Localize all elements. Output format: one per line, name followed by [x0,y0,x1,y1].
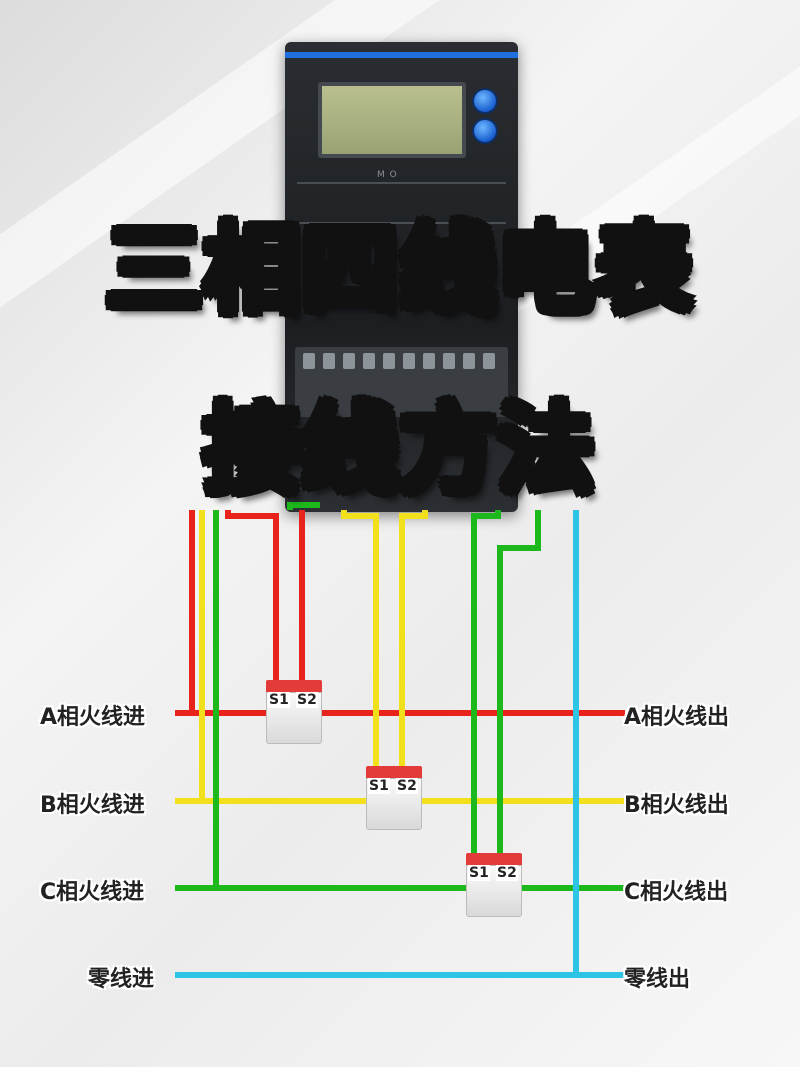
ct-s2-label: S2 [396,778,418,794]
ct-cap [366,766,422,778]
meter-ridge [297,182,506,184]
label-c-phase-in: C相火线进 [40,880,145,905]
label-neutral-in: 零线进 [88,967,155,992]
page-title-line-2: 接线方法 [0,385,800,515]
label-b-phase-out: B相火线出 [624,793,729,818]
terminal-pin [383,353,395,369]
label-c-phase-out: C相火线出 [624,880,729,905]
terminal-pin [483,353,495,369]
terminal-pin [443,353,455,369]
label-b-phase-in: B相火线进 [40,793,145,818]
current-transformer-c: S1 S2 [466,853,522,917]
b-phase-ct-s1-wire [341,510,379,776]
current-transformer-a: S1 S2 [266,680,322,744]
current-transformer-b: S1 S2 [366,766,422,830]
c-phase-top-wire [287,502,320,510]
terminal-pin [343,353,355,369]
ct-s2-label: S2 [496,865,518,881]
ct-s1-label: S1 [368,778,390,794]
ct-cap [466,853,522,865]
terminal-pin [403,353,415,369]
c-phase-wires [175,502,625,891]
b-phase-ct-s2-wire [399,510,428,776]
meter-button-icon [472,88,498,114]
b-phase-wires [175,510,625,804]
label-a-phase-out: A相火线出 [624,705,730,730]
terminal-pin [323,353,335,369]
ct-s2-label: S2 [296,692,318,708]
ct-cap [266,680,322,692]
meter-panel-buttons: M O [377,170,398,180]
a-phase-ct-s1-wire [225,510,279,688]
title-line-1-text: 三相四线电表 [106,205,694,335]
c-phase-ct-s1-wire [471,510,501,864]
label-neutral-out: 零线出 [624,967,691,992]
ct-s1-label: S1 [468,865,490,881]
neutral-wires [175,510,625,978]
terminal-pin [363,353,375,369]
terminal-pin [463,353,475,369]
ct-s1-label: S1 [268,692,290,708]
meter-ridge [297,222,506,224]
meter-button-icon [472,118,498,144]
meter-top-bar [285,52,518,58]
meter-terminal-block [295,347,508,417]
electricity-meter: M O [285,42,518,512]
c-phase-ct-s2-wire [497,510,541,864]
terminal-pin [303,353,315,369]
title-line-2-text: 接线方法 [204,385,596,515]
label-a-phase-in: A相火线进 [40,705,146,730]
meter-lcd-display [318,82,466,158]
page-title-line-1: 三相四线电表 [0,205,800,335]
terminal-pin [423,353,435,369]
